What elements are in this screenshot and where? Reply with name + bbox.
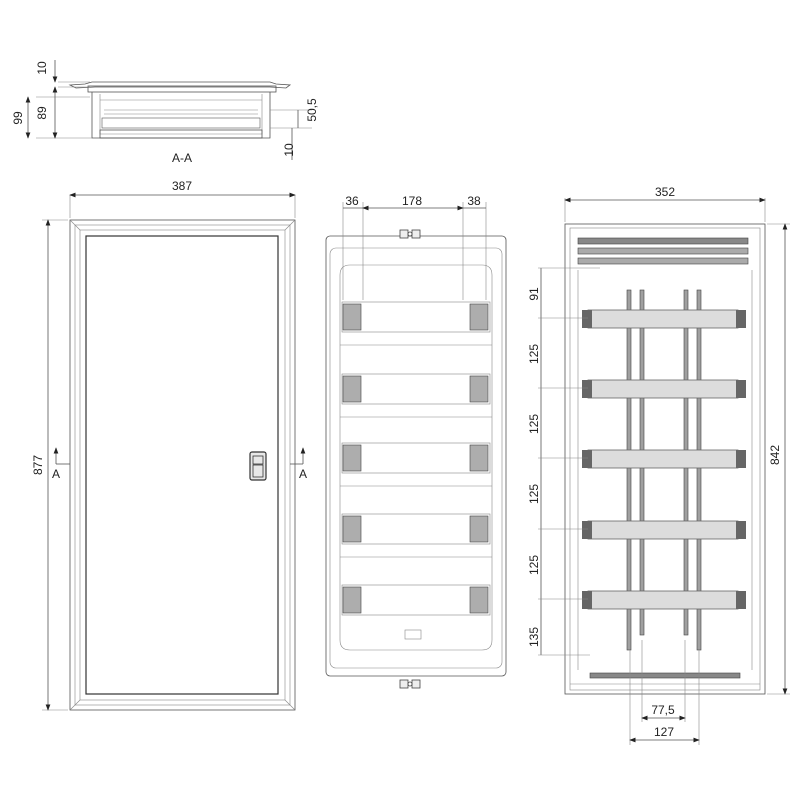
svg-text:A: A [52,467,60,481]
top-terminal-block [577,237,749,265]
module-row [340,373,492,418]
din-rail [587,449,739,469]
svg-text:125: 125 [527,555,541,575]
inner-view: 352 842 91 125 125 125 125 135 [527,185,790,745]
svg-text:A: A [299,467,307,481]
door-lock-icon [249,451,267,481]
bottom-latch-icon [399,679,421,689]
section-label: A-A [172,151,192,165]
din-rail [587,590,739,610]
svg-text:125: 125 [527,414,541,434]
din-rail [587,379,739,399]
dim-right-margin: 38 [467,194,481,208]
svg-text:125: 125 [527,344,541,364]
dim-inner-rails: 77,5 [651,703,675,717]
dim-inner-width: 352 [655,185,675,199]
dim-bottom-offset: 10 [282,143,296,157]
dim-body-depth: 89 [35,106,49,120]
section-view-a-a: 99 89 10 50,5 10 A-A [11,60,319,165]
bottom-terminal-block [570,672,760,685]
dim-module-width: 178 [402,194,422,208]
dim-outer-rails: 127 [654,725,674,739]
top-latch-icon [399,229,421,239]
front-door-view: 387 877 A A [31,179,307,711]
section-comb [101,117,261,129]
cover-view: 36 178 38 [325,194,507,689]
module-row [340,513,492,558]
dim-left-margin: 36 [345,194,359,208]
dim-top-flange: 10 [35,61,49,75]
section-marker-right: A [290,447,307,481]
din-rail [587,309,739,329]
din-rail [587,520,739,540]
svg-text:135: 135 [527,627,541,647]
row-pitch-dims: 91 125 125 125 125 135 [527,267,600,656]
dim-total-depth: 99 [11,111,25,125]
module-row [341,584,491,616]
svg-text:91: 91 [527,287,541,301]
svg-text:125: 125 [527,484,541,504]
dim-door-height: 877 [31,455,45,475]
label-slot [404,629,422,640]
dim-door-width: 387 [172,179,192,193]
module-row [340,442,492,487]
section-terminal-row [104,109,258,115]
dim-inner-height: 842 [768,445,782,465]
module-row [340,301,492,346]
dim-rail-height: 50,5 [305,98,319,122]
section-marker-left: A [52,447,70,481]
